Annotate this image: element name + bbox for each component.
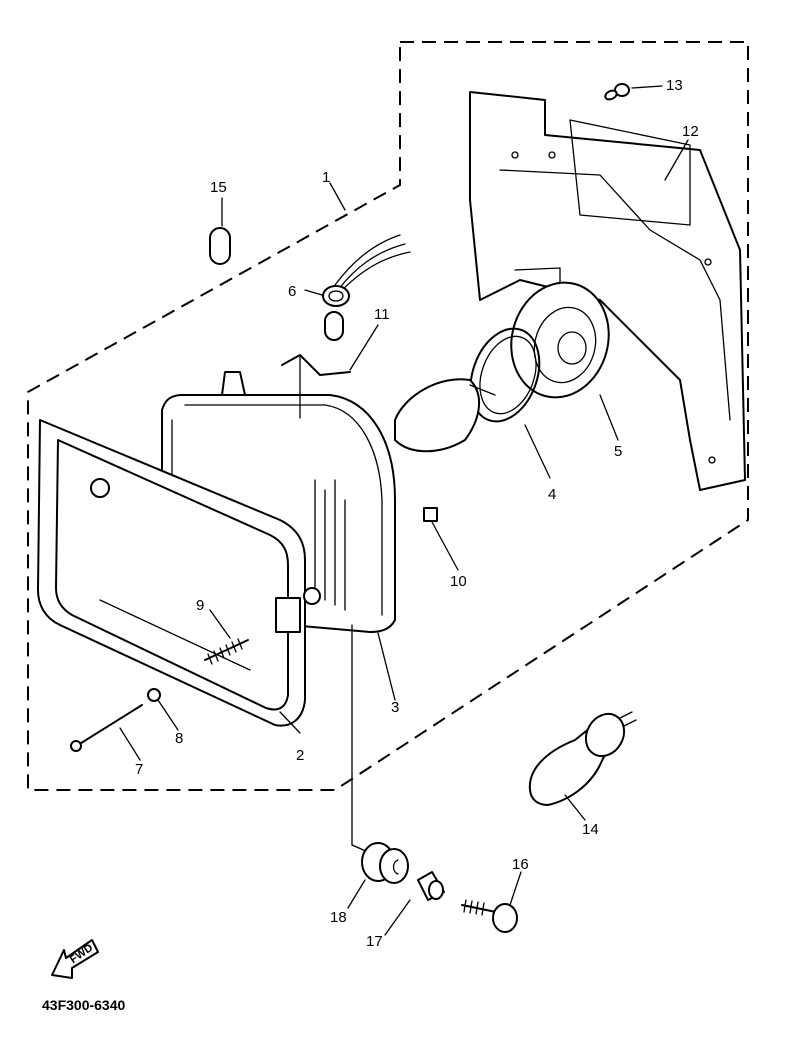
bulb-connector xyxy=(394,378,496,453)
callout-2: 2 xyxy=(296,747,304,764)
part-12-bracket xyxy=(469,91,746,491)
callout-7: 7 xyxy=(135,761,143,778)
callout-16: 16 xyxy=(512,856,529,873)
callout-17: 17 xyxy=(366,933,383,950)
callout-4: 4 xyxy=(548,486,556,503)
assembly-boundary xyxy=(27,41,749,791)
callout-14: 14 xyxy=(582,821,599,838)
part-14-bulb xyxy=(528,711,637,806)
callout-18: 18 xyxy=(330,909,347,926)
part-8-nut xyxy=(147,688,161,702)
callout-1: 1 xyxy=(322,169,330,186)
part-9-spring xyxy=(204,638,249,665)
forward-arrow-icon: FWD xyxy=(51,939,99,979)
part-16-bolt xyxy=(461,899,518,933)
part-11-spring-clip xyxy=(281,354,351,419)
callout-5: 5 xyxy=(614,443,622,460)
callout-11: 11 xyxy=(374,306,390,323)
callout-3: 3 xyxy=(391,699,399,716)
part-2-rim xyxy=(37,419,321,727)
part-10-clip-nut xyxy=(423,507,438,522)
part-15-pilot-bulb xyxy=(209,197,231,265)
part-17-collar xyxy=(417,871,445,901)
callout-6: 6 xyxy=(288,283,296,300)
callout-10: 10 xyxy=(450,573,467,590)
part-7-adjusting-screw xyxy=(70,704,143,752)
callout-8: 8 xyxy=(175,730,183,747)
callout-9: 9 xyxy=(196,597,204,614)
part-4-retaining-ring xyxy=(469,327,541,423)
part-13-screw xyxy=(604,83,630,101)
callout-labels: 1 2 3 4 5 6 7 8 9 10 11 12 13 14 15 16 1… xyxy=(135,77,699,950)
part-18-grommet xyxy=(351,624,409,884)
leader-lines xyxy=(119,85,689,936)
diagram-code: 43F300-6340 xyxy=(42,997,126,1013)
callout-12: 12 xyxy=(682,123,699,140)
callout-15: 15 xyxy=(210,179,227,196)
part-6-socket xyxy=(322,234,411,341)
callout-13: 13 xyxy=(666,77,683,94)
